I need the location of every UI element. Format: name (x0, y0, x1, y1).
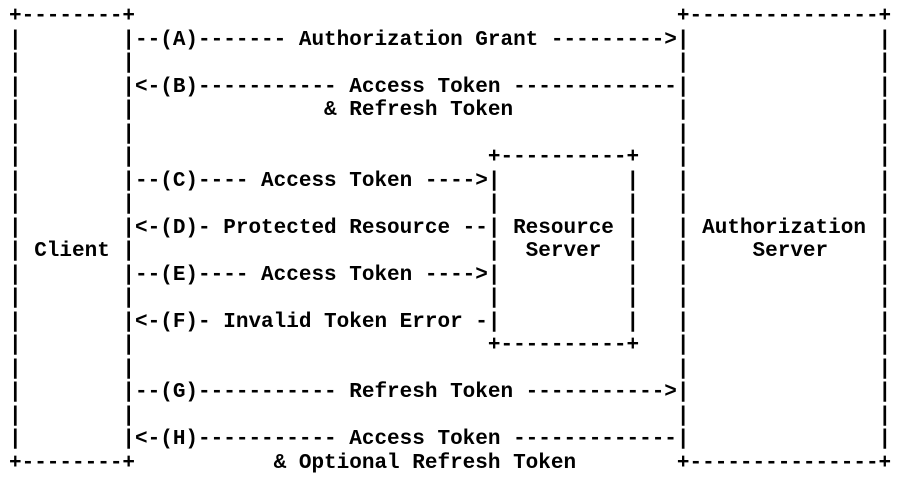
ascii-line: | | | | (9, 357, 892, 381)
ascii-line: +--------+ & Optional Refresh Token +---… (9, 451, 892, 475)
oauth-ascii-diagram: +--------+ +---------------+| |--(A)----… (9, 5, 892, 475)
ascii-line: | |<-(D)- Protected Resource --| Resourc… (9, 216, 892, 240)
ascii-line: +--------+ +---------------+ (9, 5, 892, 28)
ascii-line: | | +----------+ | | (9, 334, 892, 357)
ascii-line: | |<-(H)----------- Access Token -------… (9, 428, 892, 451)
ascii-line: | | | | (9, 404, 892, 428)
ascii-line: | | +----------+ | | (9, 146, 892, 169)
ascii-line: | |--(E)---- Access Token ---->| | | | (9, 263, 892, 287)
ascii-line: | |<-(F)- Invalid Token Error -| | | | (9, 310, 892, 334)
ascii-line: | |--(A)------- Authorization Grant ----… (9, 28, 892, 52)
ascii-line: | |<-(B)----------- Access Token -------… (9, 75, 892, 99)
ascii-line: | | & Refresh Token | | (9, 99, 892, 122)
ascii-line: | | | | (9, 52, 892, 75)
ascii-line: | | | | | | (9, 287, 892, 310)
ascii-line: | |--(G)----------- Refresh Token ------… (9, 381, 892, 404)
ascii-line: | | | | (9, 122, 892, 146)
ascii-line: | Client | | Server | | Server | (9, 240, 892, 263)
ascii-line: | |--(C)---- Access Token ---->| | | | (9, 169, 892, 193)
ascii-line: | | | | | | (9, 193, 892, 216)
